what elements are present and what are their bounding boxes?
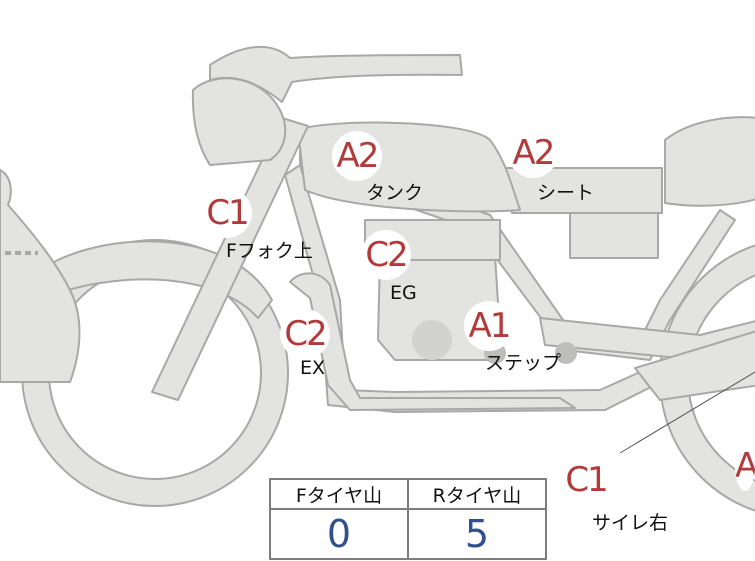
exhaust-pipe <box>289 272 576 411</box>
grade-step: A1 <box>464 301 514 351</box>
front-wheel-hub <box>48 266 262 480</box>
engine-cover-mark <box>412 320 452 360</box>
label-eg: EG <box>390 282 417 304</box>
grade-seat: A2 <box>508 128 558 178</box>
grade-silencer: C1 <box>561 455 611 505</box>
handlebar <box>209 45 463 103</box>
front-tire-header: Fタイヤ山 <box>269 478 409 510</box>
silencer-pointer <box>619 371 755 454</box>
footpeg-right <box>555 342 577 364</box>
left-body-part <box>0 169 81 383</box>
grade-edge: A <box>735 441 755 491</box>
rear-cowl <box>664 116 755 207</box>
label-tank: タンク <box>366 182 424 204</box>
label-silencer: サイレ右 <box>592 512 669 534</box>
label-seat: シート <box>537 182 595 204</box>
rear-tire-header: Rタイヤ山 <box>407 478 547 510</box>
rear-tire-value: 5 <box>407 508 547 560</box>
grade-ffork: C1 <box>202 188 252 238</box>
grade-ex: C2 <box>280 309 330 359</box>
grade-eg: C2 <box>361 230 411 280</box>
label-ffork: Fフォク上 <box>226 240 313 262</box>
tire-tread-table: Fタイヤ山 Rタイヤ山 0 5 <box>269 478 547 560</box>
front-fork <box>151 117 309 401</box>
side-cover <box>569 212 659 259</box>
front-tire-value: 0 <box>269 508 409 560</box>
label-step: ステップ <box>485 352 562 374</box>
label-ex: EX <box>300 357 326 379</box>
muffler <box>634 330 755 401</box>
grade-tank: A2 <box>332 131 382 181</box>
